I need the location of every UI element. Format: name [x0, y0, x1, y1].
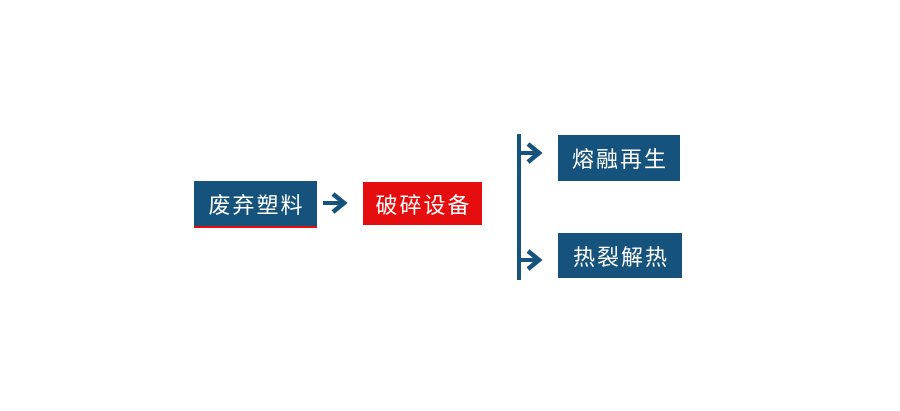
right-arrow-icon — [519, 142, 543, 164]
node-melt-regeneration: 熔融再生 — [558, 135, 680, 181]
node-crushing-equipment: 破碎设备 — [363, 182, 482, 225]
node-pyrolysis-label: 热裂解热 — [572, 245, 669, 271]
node-waste-plastic: 废弃塑料 — [194, 181, 317, 228]
branch-connector-line — [517, 134, 521, 280]
node-waste-plastic-label: 废弃塑料 — [208, 193, 305, 219]
node-pyrolysis: 热裂解热 — [558, 233, 682, 278]
node-crushing-equipment-label: 破碎设备 — [375, 193, 472, 219]
right-arrow-icon — [323, 192, 348, 214]
right-arrow-icon — [519, 249, 543, 271]
node-melt-regeneration-label: 熔融再生 — [571, 148, 668, 173]
